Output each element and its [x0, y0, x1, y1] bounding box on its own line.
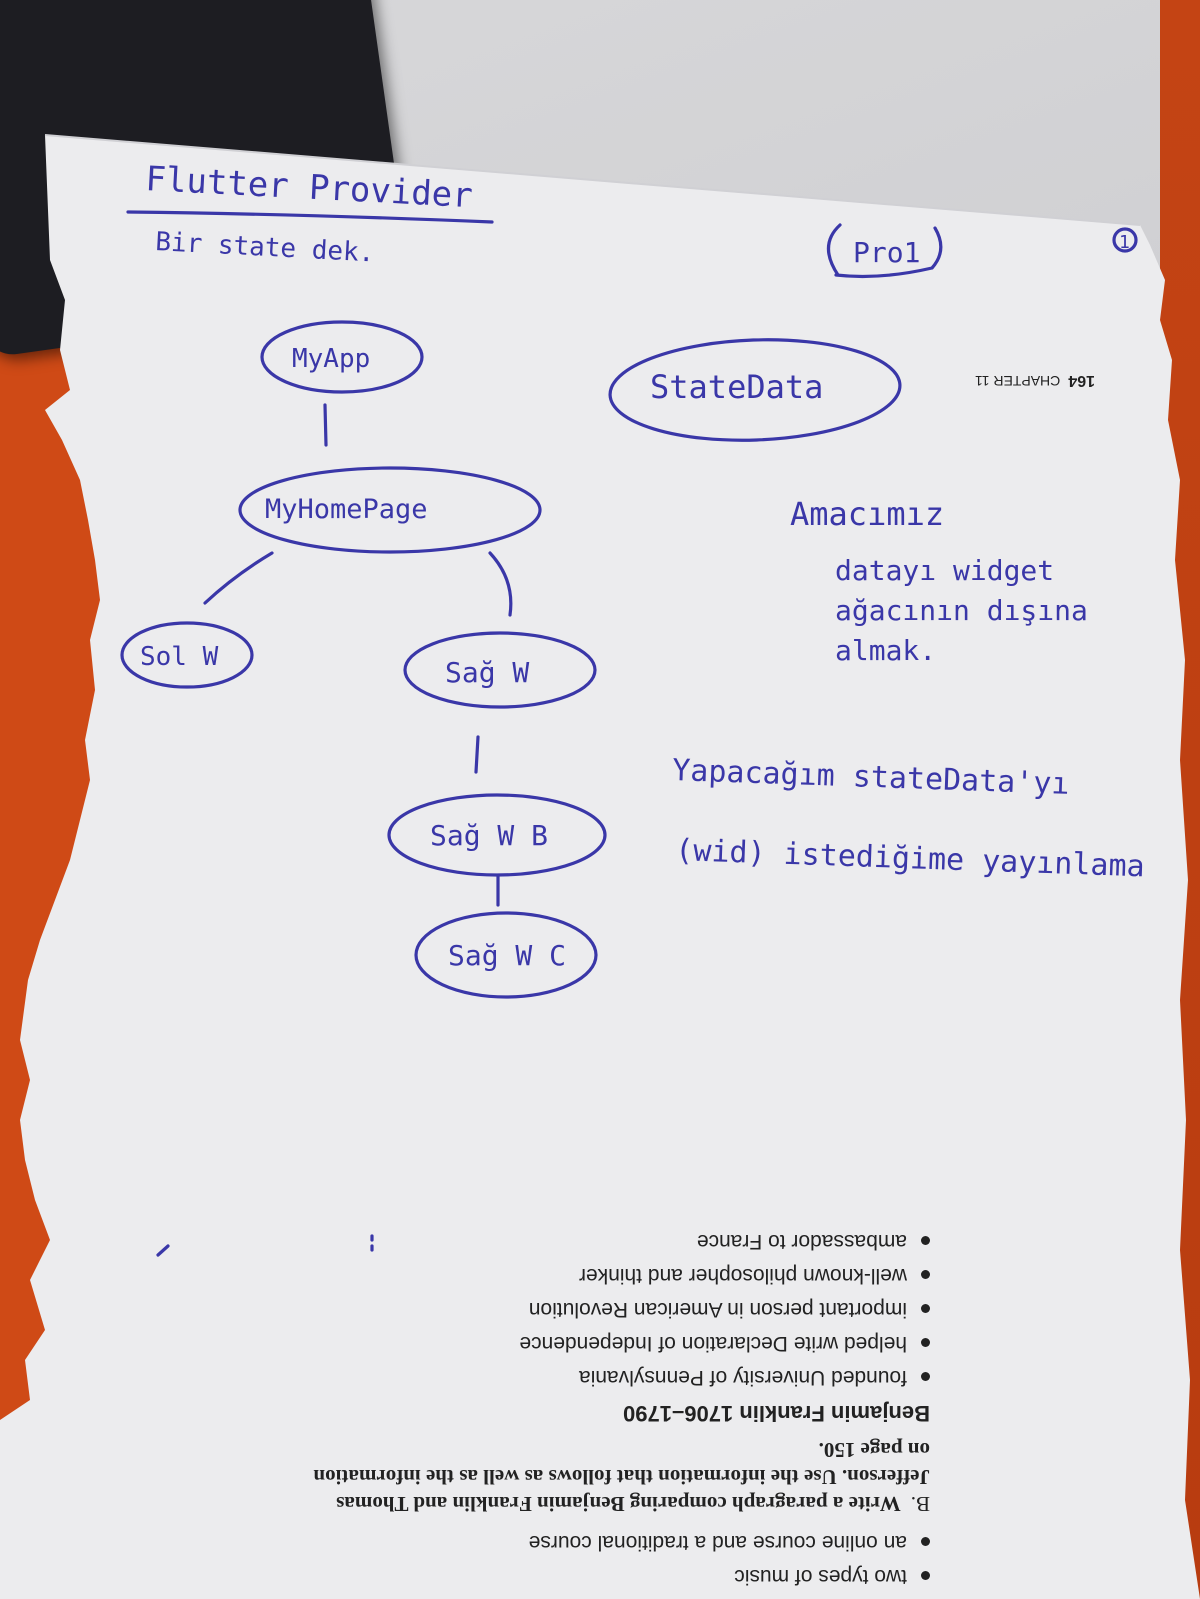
node-sagwb-label: Sağ W B — [430, 819, 548, 852]
printed-text-block: two types of music an online course and … — [300, 1220, 930, 1589]
pen-mark — [156, 1244, 170, 1257]
bullet-top-2: an online course and a traditional cours… — [300, 1529, 930, 1555]
bio-bullet-5: ambassador to France — [300, 1228, 930, 1254]
node-sagw-label: Sağ W — [445, 656, 529, 689]
bullet-top-1: two types of music — [300, 1563, 930, 1589]
node-sagw-outline — [403, 631, 597, 709]
page-number-circle — [1112, 227, 1138, 253]
edge-home-sol — [203, 551, 274, 605]
bio-bullet-4: well-known philosopher and thinker — [300, 1262, 930, 1288]
node-solw-outline — [120, 621, 254, 689]
handwritten-tag: Pro1 — [853, 236, 920, 269]
node-sagwc-outline — [414, 911, 598, 999]
node-myapp-label: MyApp — [292, 344, 370, 374]
bio-bullet-2: helped write Declaration of Independence — [300, 1330, 930, 1356]
node-myhomepage-label: MyHomePage — [265, 494, 428, 525]
note-goal-line-2: datayı widget — [835, 554, 1054, 587]
note-goal-line-1: Amacımız — [790, 495, 944, 533]
paper-shape — [0, 135, 1200, 1599]
bio-bullet-3: important person in American Revolution — [300, 1296, 930, 1322]
tag-bracket — [826, 223, 943, 279]
node-myapp-outline — [260, 320, 424, 394]
edge-myapp-home — [323, 403, 328, 447]
page-number: 1 — [1119, 232, 1130, 253]
node-myhomepage-outline — [238, 466, 542, 554]
node-solw-label: Sol W — [140, 642, 219, 672]
edge-sagw-sagwb — [474, 735, 480, 774]
exercise-b: B.Write a paragraph comparing Benjamin F… — [313, 1438, 930, 1516]
node-statedata-outline — [608, 338, 902, 442]
bio-title: Benjamin Franklin 1706–1790 — [623, 1401, 930, 1426]
bio-bullet-1: founded University of Pennsylvania — [300, 1364, 930, 1390]
note-goal-line-3: ağacının dışına — [835, 594, 1088, 627]
note-goal-line-4: almak. — [835, 634, 936, 667]
node-statedata-label: StateData — [650, 368, 823, 406]
title-underline — [126, 210, 494, 224]
edge-home-sag — [488, 551, 513, 617]
note-goal: Amacımız datayı widget ağacının dışına a… — [790, 495, 1088, 667]
node-sagwc-label: Sağ W C — [448, 939, 566, 972]
